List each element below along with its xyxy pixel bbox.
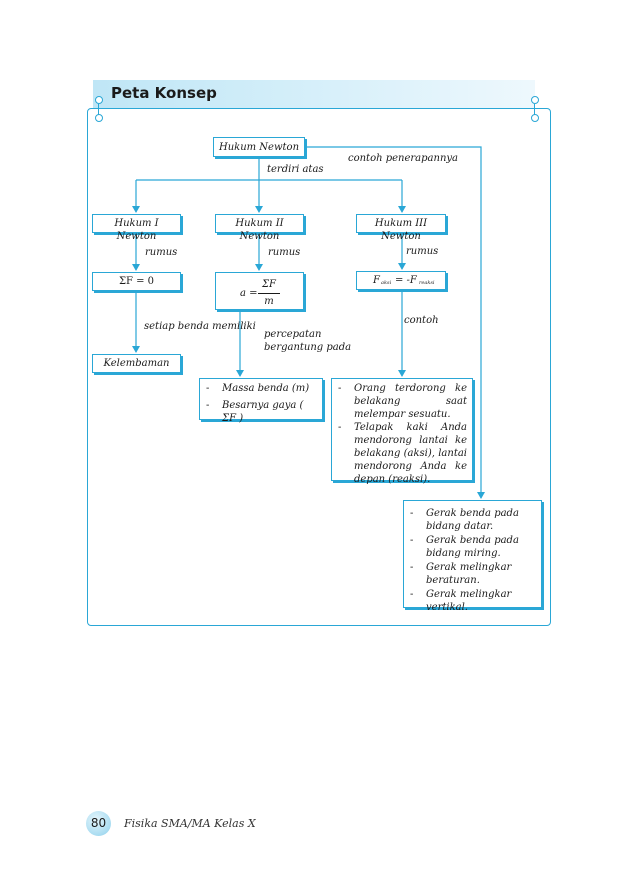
eq-law3-sub-reaksi: reaksi xyxy=(419,280,435,286)
label-rumus-1: rumus xyxy=(145,247,178,258)
pin-right-bottom-icon xyxy=(531,114,539,122)
label-contoh: contoh xyxy=(404,315,439,326)
list-item: Orang terdorong ke belakang saat melempa… xyxy=(336,382,467,421)
eq-law3-equals: = -F xyxy=(395,275,417,286)
arrow-root-applications xyxy=(305,146,485,499)
label-bergantung-pada: bergantung pada xyxy=(264,342,352,353)
node-eq-law2: a = ΣF m xyxy=(215,272,304,310)
list-item: Telapak kaki Anda mendorong lantai ke be… xyxy=(336,421,467,486)
pin-right-top-icon xyxy=(531,96,539,104)
label-percepatan: percepatan xyxy=(264,329,322,340)
eq-law3-sub-aksi: aksi xyxy=(381,280,392,286)
node-law2-factors: Massa benda (m) Besarnya gaya ( ΣF ) xyxy=(199,378,323,424)
eq-law2-lhs: a = xyxy=(240,288,258,299)
list-item: Gerak melingkar beraturan. xyxy=(408,561,536,587)
page-number-badge xyxy=(86,811,111,836)
label-rumus-3: rumus xyxy=(406,246,439,257)
pin-left-top-icon xyxy=(95,96,103,104)
law3-examples-list: Orang terdorong ke belakang saat melempa… xyxy=(336,382,467,486)
pin-left-stem xyxy=(98,104,100,116)
node-law3-examples: Orang terdorong ke belakang saat melempa… xyxy=(331,378,473,485)
node-eq-law1: ΣF = 0 xyxy=(92,272,181,291)
node-applications: Gerak benda pada bidang datar. Gerak ben… xyxy=(403,500,542,613)
node-kelembaman: Kelembaman xyxy=(92,354,181,373)
list-item: Gerak benda pada bidang datar. xyxy=(408,507,536,533)
node-hukum-3-label: Hukum III Newton xyxy=(374,218,428,242)
label-terdiri-atas: terdiri atas xyxy=(267,164,324,175)
node-kelembaman-label: Kelembaman xyxy=(103,358,170,369)
list-item: Gerak benda pada bidang miring. xyxy=(408,534,536,560)
label-contoh-penerapan: contoh penerapannya xyxy=(348,153,458,164)
node-hukum-3: Hukum III Newton xyxy=(356,214,446,242)
header-band xyxy=(93,80,535,108)
node-hukum-1-label: Hukum I Newton xyxy=(114,218,159,242)
book-title: Fisika SMA/MA Kelas X xyxy=(124,817,256,830)
node-hukum-1: Hukum I Newton xyxy=(92,214,181,242)
eq-law2-denominator: m xyxy=(264,296,274,307)
eq-law3-f: F xyxy=(373,275,380,286)
applications-list: Gerak benda pada bidang datar. Gerak ben… xyxy=(408,507,536,614)
node-eq-law3: F aksi = -F reaksi xyxy=(356,271,446,290)
eq-law1-text: ΣF = 0 xyxy=(118,276,155,287)
list-item: Besarnya gaya ( ΣF ) xyxy=(204,399,318,425)
label-rumus-2: rumus xyxy=(268,247,301,258)
eq-law2-fraction-bar xyxy=(258,293,280,294)
label-setiap-benda: setiap benda memiliki xyxy=(144,321,256,332)
eq-law2-numerator: ΣF xyxy=(261,279,276,290)
pin-left-bottom-icon xyxy=(95,114,103,122)
node-hukum-newton: Hukum Newton xyxy=(213,137,305,157)
law2-factors-list: Massa benda (m) Besarnya gaya ( ΣF ) xyxy=(204,382,318,425)
list-item: Massa benda (m) xyxy=(204,382,318,395)
pin-right-stem xyxy=(534,104,536,116)
page-title: Peta Konsep xyxy=(111,84,217,102)
list-item: Gerak melingkar vertikal. xyxy=(408,588,536,614)
concept-map-frame xyxy=(87,108,551,626)
node-hukum-2-label: Hukum II Newton xyxy=(235,218,284,242)
page-number: 80 xyxy=(90,816,107,830)
node-hukum-newton-label: Hukum Newton xyxy=(218,142,300,153)
node-hukum-2: Hukum II Newton xyxy=(215,214,304,242)
